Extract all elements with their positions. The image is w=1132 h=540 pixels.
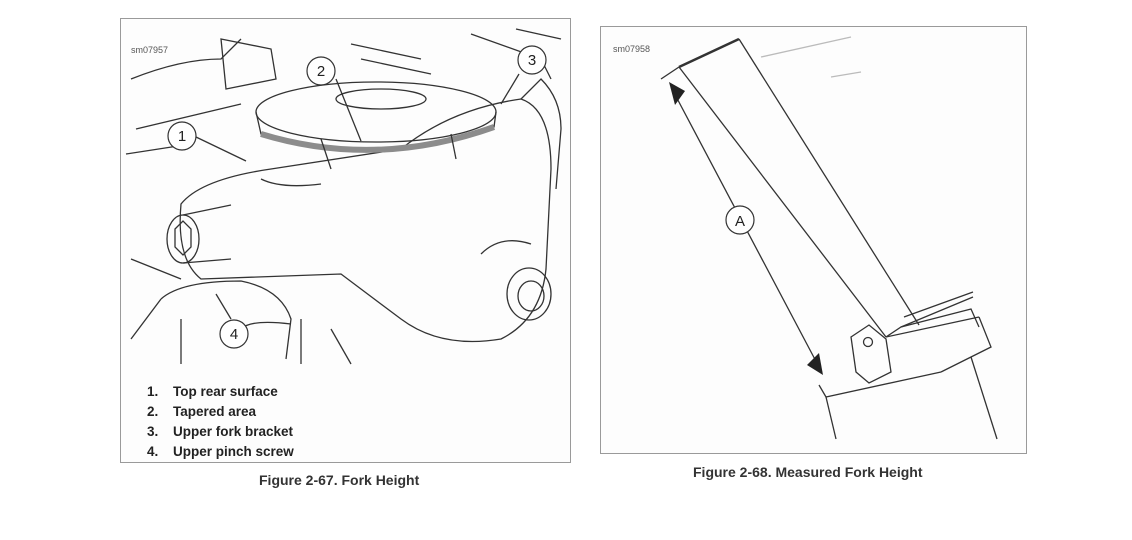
dimension-arrow-top — [669, 82, 685, 105]
callout-3-label: 3 — [528, 52, 536, 69]
legend-item: 1. Top rear surface — [147, 382, 294, 402]
callout-1-circle — [167, 121, 197, 151]
legend-text: Top rear surface — [173, 384, 278, 399]
legend-list: 1. Top rear surface 2. Tapered area 3. Uppe… — [147, 382, 294, 462]
figure-2-68-caption: Figure 2-68. Measured Fork Height — [693, 464, 923, 480]
legend-item: 3. Upper fork bracket — [147, 422, 294, 442]
fork-bracket-illustration: 1 2 3 4 — [125, 28, 562, 365]
legend-text: Tapered area — [173, 404, 257, 419]
measured-fork-illustration: A — [660, 36, 998, 440]
callout-1-label: 1 — [178, 128, 186, 145]
callout-2-label: 2 — [317, 63, 325, 80]
dimension-arrow-bottom — [807, 353, 823, 375]
figure-2-67-panel: sm07957 — [120, 18, 571, 463]
figure-id-label: sm07957 — [131, 45, 169, 55]
callout-4-label: 4 — [230, 326, 238, 343]
figure-id-label: sm07958 — [613, 44, 651, 54]
figure-2-67-caption: Figure 2-67. Fork Height — [259, 472, 420, 488]
dimension-a-label: A — [735, 213, 745, 230]
dimension-a-circle — [725, 205, 755, 235]
legend-text: Upper fork bracket — [173, 424, 294, 439]
legend-number: 3. — [147, 424, 159, 439]
legend-number: 2. — [147, 404, 159, 419]
legend-text: Upper pinch screw — [173, 444, 294, 459]
figure-2-68-panel: sm07958 — [600, 26, 1027, 454]
callout-3-circle — [517, 45, 547, 75]
legend-number: 1. — [147, 384, 159, 399]
legend-item: 4. Upper pinch screw — [147, 442, 294, 462]
legend-number: 4. — [147, 444, 159, 459]
legend-item: 2. Tapered area — [147, 402, 294, 422]
callout-2-circle — [306, 56, 336, 86]
callout-4-circle — [219, 319, 249, 349]
